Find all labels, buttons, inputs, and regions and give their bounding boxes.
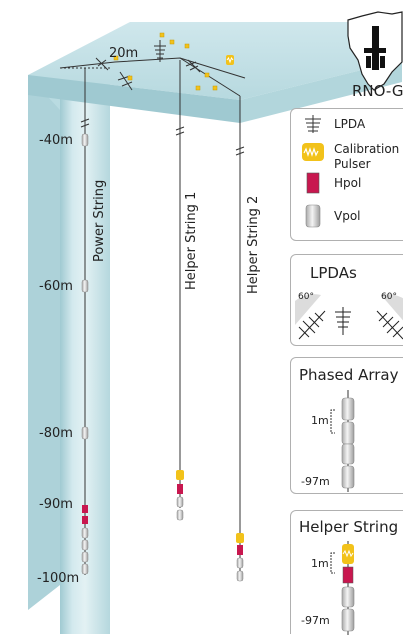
- depth-label-100: -100m: [37, 571, 80, 586]
- helper2-calibration-pulser: [236, 533, 244, 543]
- legend-calibration-label-2: Pulser: [334, 157, 371, 171]
- lpdas-panel: LPDAs 60° 60°: [290, 254, 403, 346]
- helper-string-title: Helper String: [299, 518, 399, 536]
- helper-string-1-label: Helper String 1: [184, 191, 199, 290]
- depth-label-60: -60m: [39, 279, 73, 294]
- logo-text: RNO-G: [352, 82, 403, 100]
- legend-panel: LPDA Calibration Pulser Hpol Vpol: [290, 108, 403, 241]
- helper-string-diagram: [330, 541, 355, 635]
- phased-array-diagram: [330, 390, 355, 492]
- lpda-angle-left: 60°: [298, 292, 314, 302]
- phased-array-spacing: 1m: [311, 414, 329, 427]
- helper-string-spacing: 1m: [311, 557, 329, 570]
- calibration-pulser-icon: [302, 143, 324, 161]
- surface-spacing-label: 20m: [109, 46, 139, 61]
- lpdas-panel-title: LPDAs: [310, 264, 357, 282]
- phased-array-panel: Phased Array 1m -97m: [290, 357, 403, 494]
- depth-label-90: -90m: [39, 497, 73, 512]
- helper1-hpol: [177, 484, 183, 494]
- vpol-icon: [305, 204, 321, 228]
- helper-string-depth: -97m: [301, 614, 330, 627]
- legend-vpol-label: Vpol: [334, 209, 361, 223]
- power-string-vpols: [81, 133, 89, 575]
- legend-hpol-label: Hpol: [334, 176, 362, 190]
- lpda-angle-right: 60°: [381, 292, 397, 302]
- helper-string-panel: Helper String 1m -97m: [290, 510, 403, 635]
- lpda-icon: [305, 115, 321, 133]
- phased-array-depth: -97m: [301, 475, 330, 488]
- surface-calibration-pulser: [226, 55, 234, 65]
- depth-label-80: -80m: [39, 426, 73, 441]
- legend-lpda-label: LPDA: [334, 117, 366, 131]
- legend-icons: [302, 115, 324, 228]
- hpol-icon: [306, 172, 320, 194]
- surface-lpda-group: [95, 40, 201, 91]
- ice-surface: [28, 22, 402, 100]
- phased-array-title: Phased Array: [299, 366, 399, 384]
- helper1-calibration-pulser: [176, 470, 184, 480]
- helper2-hpol: [237, 545, 243, 555]
- power-string-label: Power String: [92, 179, 107, 262]
- helper-string-2-label: Helper String 2: [246, 195, 261, 294]
- lpdas-diagram: [295, 294, 403, 340]
- depth-label-40: -40m: [39, 133, 73, 148]
- legend-calibration-label-1: Calibration: [334, 142, 400, 156]
- power-string-hpols: [82, 505, 88, 524]
